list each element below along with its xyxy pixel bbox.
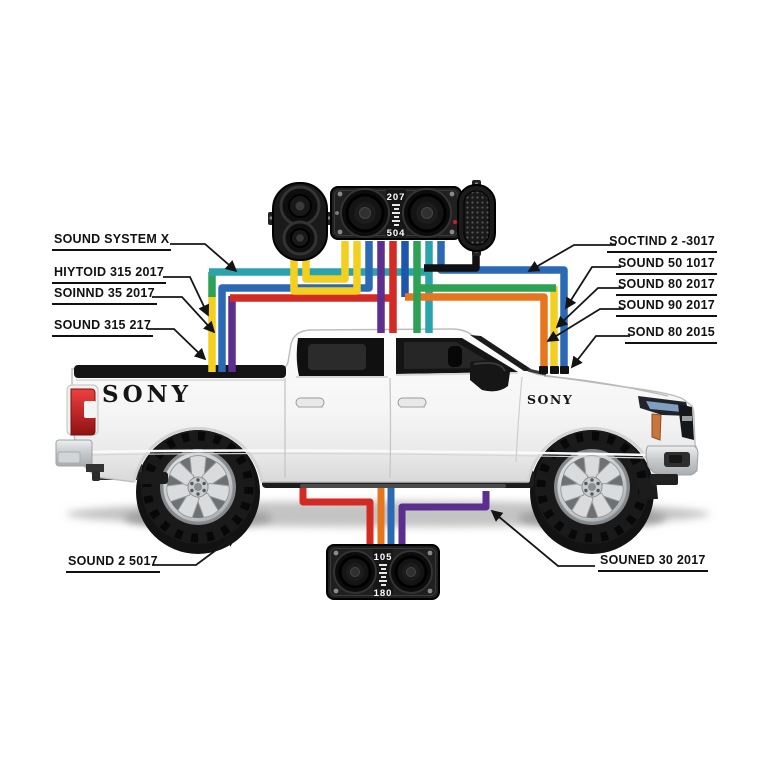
windshield-edge [470, 335, 534, 371]
headlight [638, 396, 694, 441]
leader-sound-system-x [170, 243, 238, 273]
leader-sound-315 [147, 328, 207, 361]
leader-sound-2 [152, 534, 237, 566]
speaker-bottom-text: 504 [387, 228, 406, 239]
wire-yellow-loop-outer [290, 241, 361, 295]
top-wires [208, 241, 568, 372]
bed-rail [74, 365, 286, 378]
label-sound-90: SOUND 90 2017 [615, 298, 717, 317]
label-hiytoid: HIYTOID 315 2017 [52, 265, 167, 284]
front-bumper [645, 445, 699, 485]
label-sound-2: SOUND 2 5017 [66, 554, 160, 573]
leader-lines [147, 243, 630, 567]
speaker-pod-top-left [268, 182, 332, 261]
speaker-box-bottom: 105 180 [326, 544, 440, 600]
taillight [66, 384, 99, 436]
wire-orange-right [405, 293, 548, 369]
fender-badge: SONY [527, 392, 573, 407]
rear-wheel [141, 430, 255, 544]
leader-souned-30 [490, 509, 595, 567]
wire-under-red [299, 486, 374, 547]
leader-soinnd [152, 296, 216, 334]
wire-under-purple [398, 491, 490, 547]
speaker-top-text: 207 [387, 192, 406, 203]
leader-hiytoid [163, 276, 210, 317]
underbody-wires [299, 486, 490, 547]
speaker-box-top-center: 207 504 [330, 186, 462, 240]
label-sound-80: SOUND 80 2017 [615, 277, 717, 296]
leader-soctind [527, 244, 616, 272]
leader-sond-80 [570, 335, 630, 369]
leader-sound-50 [565, 266, 621, 310]
label-sound-315: SOUND 315 217 [52, 318, 154, 337]
side-mirror [470, 360, 510, 392]
leader-sound-90 [546, 308, 624, 342]
label-soctind: SOCTIND 2 -3017 [607, 234, 717, 253]
truck: SONY SONY [55, 328, 699, 485]
door-handles [295, 397, 427, 408]
label-sound-system-x: SOUND SYSTEM X [52, 232, 172, 251]
speaker-grille-top-right [457, 180, 496, 256]
label-sound-50: SOUND 50 1017 [615, 256, 717, 275]
bottom-speaker-bottom-text: 180 [374, 588, 393, 599]
cowl-connectors [539, 366, 569, 374]
wire-yellow-loop-inner [302, 241, 349, 283]
leader-sound-80 [555, 287, 624, 329]
bottom-speaker-top-text: 105 [374, 552, 393, 563]
label-soinnd: SOINND 35 2017 [52, 286, 157, 305]
bed-badge: SONY [102, 381, 192, 408]
label-souned-30: SOUNED 30 2017 [598, 553, 708, 572]
rear-bumper [55, 439, 104, 481]
front-wheel [535, 430, 649, 544]
label-sond-80: SOND 80 2015 [625, 325, 717, 344]
